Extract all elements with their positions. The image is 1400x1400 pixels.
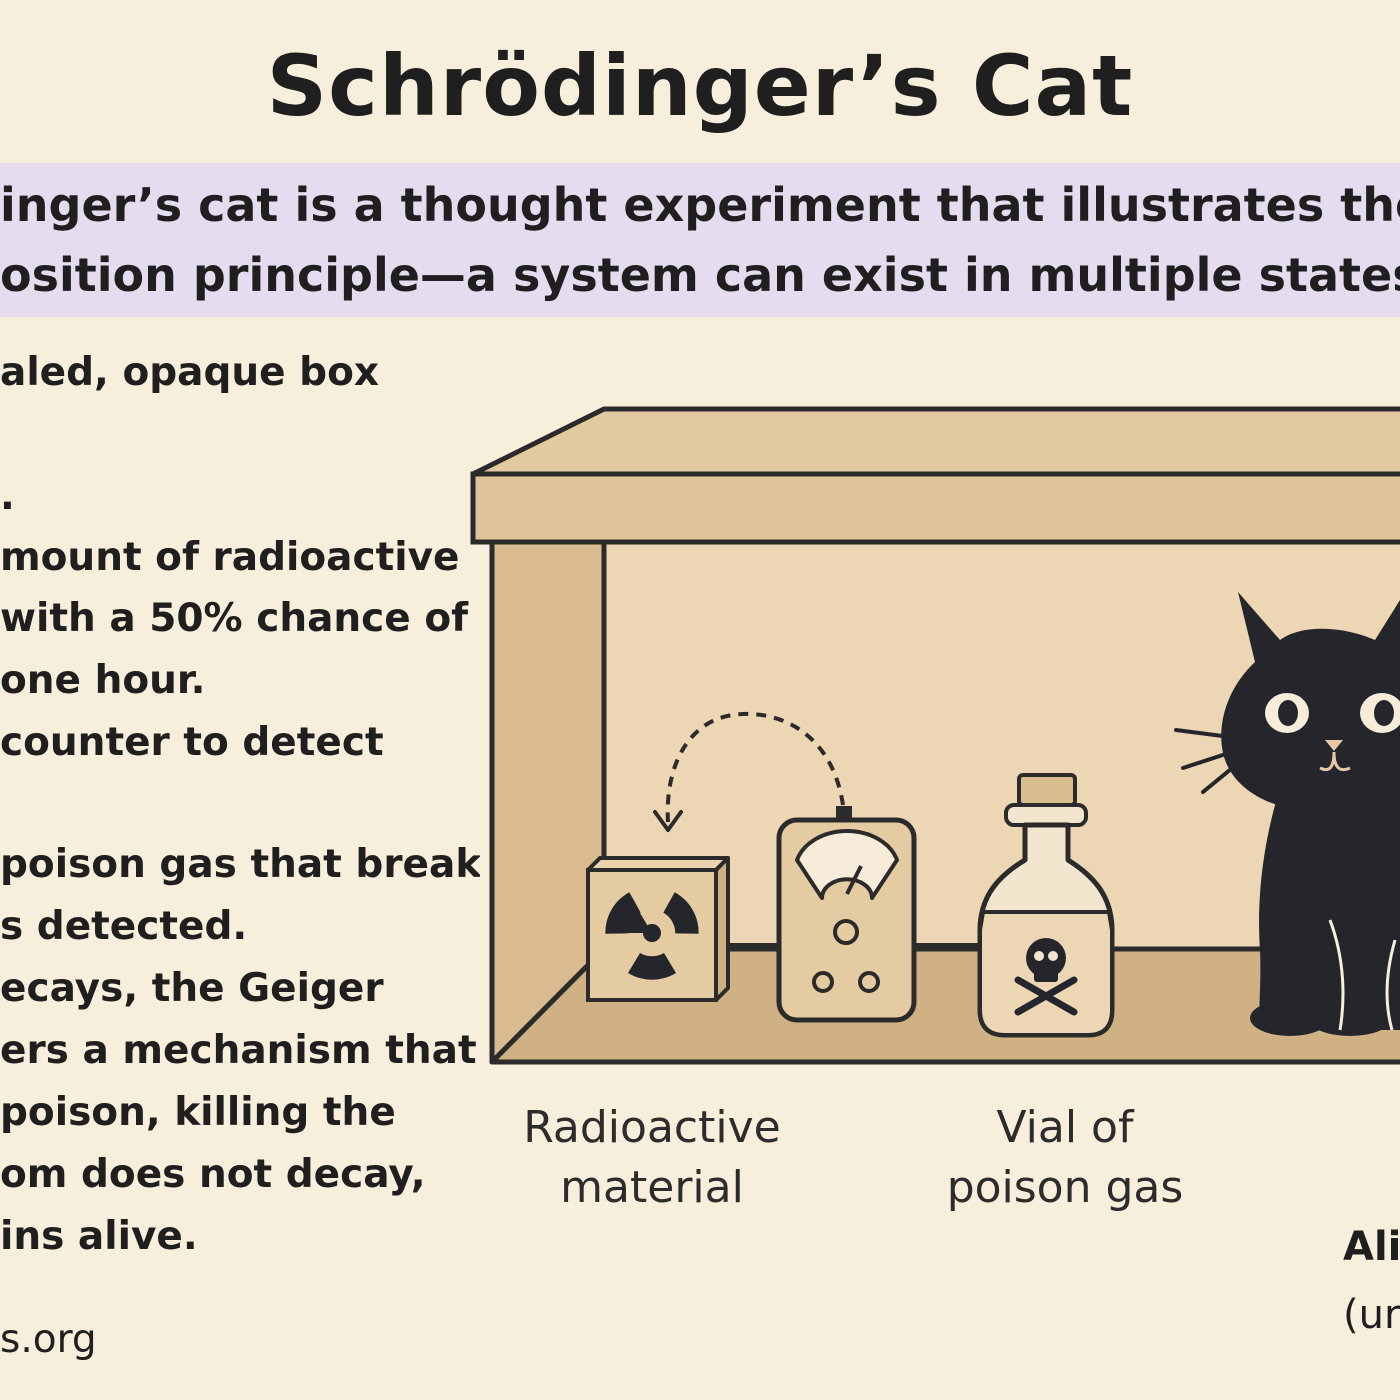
poison-vial-label: Vial of poison gas — [946, 1102, 1184, 1213]
page-title: Schrödinger’s Cat — [266, 37, 1134, 135]
description-line: om does not decay, — [0, 1152, 426, 1197]
decay-arrow-path — [665, 711, 845, 823]
radioactive-material-icon — [586, 856, 730, 1002]
description-line: ers a mechanism that — [0, 1028, 477, 1073]
cat-icon — [1174, 592, 1400, 1036]
banner-line-2: osition principle—a system can exist in … — [0, 248, 1400, 302]
description-line: s detected. — [0, 904, 248, 949]
description-line: poison gas that breaks — [0, 842, 480, 887]
box-lid-top — [470, 406, 1400, 477]
definition-banner: inger’s cat is a thought experiment that… — [0, 163, 1400, 317]
experiment-description: aled, opaque box . mount of radioactive … — [0, 340, 480, 1400]
description-line: one hour. — [0, 658, 206, 703]
source-url: s.org — [0, 1317, 97, 1362]
description-line: mount of radioactive — [0, 535, 460, 580]
description-line: counter to detect — [0, 720, 384, 765]
decay-arrowhead-icon — [653, 810, 683, 832]
banner-line-1: inger’s cat is a thought experiment that… — [0, 178, 1400, 232]
description-line: . — [0, 474, 15, 519]
radioactive-material-label: Radioactive material — [523, 1102, 781, 1213]
cat-state-note: (ur — [1343, 1292, 1400, 1338]
box-lid-front — [470, 471, 1400, 545]
description-line: ins alive. — [0, 1214, 198, 1259]
geiger-counter-icon — [776, 806, 917, 1023]
description-line: aled, opaque box — [0, 350, 380, 395]
description-line: poison, killing the — [0, 1090, 396, 1135]
cat-state-label: Ali — [1343, 1224, 1400, 1270]
poison-vial-icon — [977, 773, 1115, 1038]
description-line: ecays, the Geiger — [0, 966, 384, 1011]
description-line: with a 50% chance of — [0, 596, 469, 641]
